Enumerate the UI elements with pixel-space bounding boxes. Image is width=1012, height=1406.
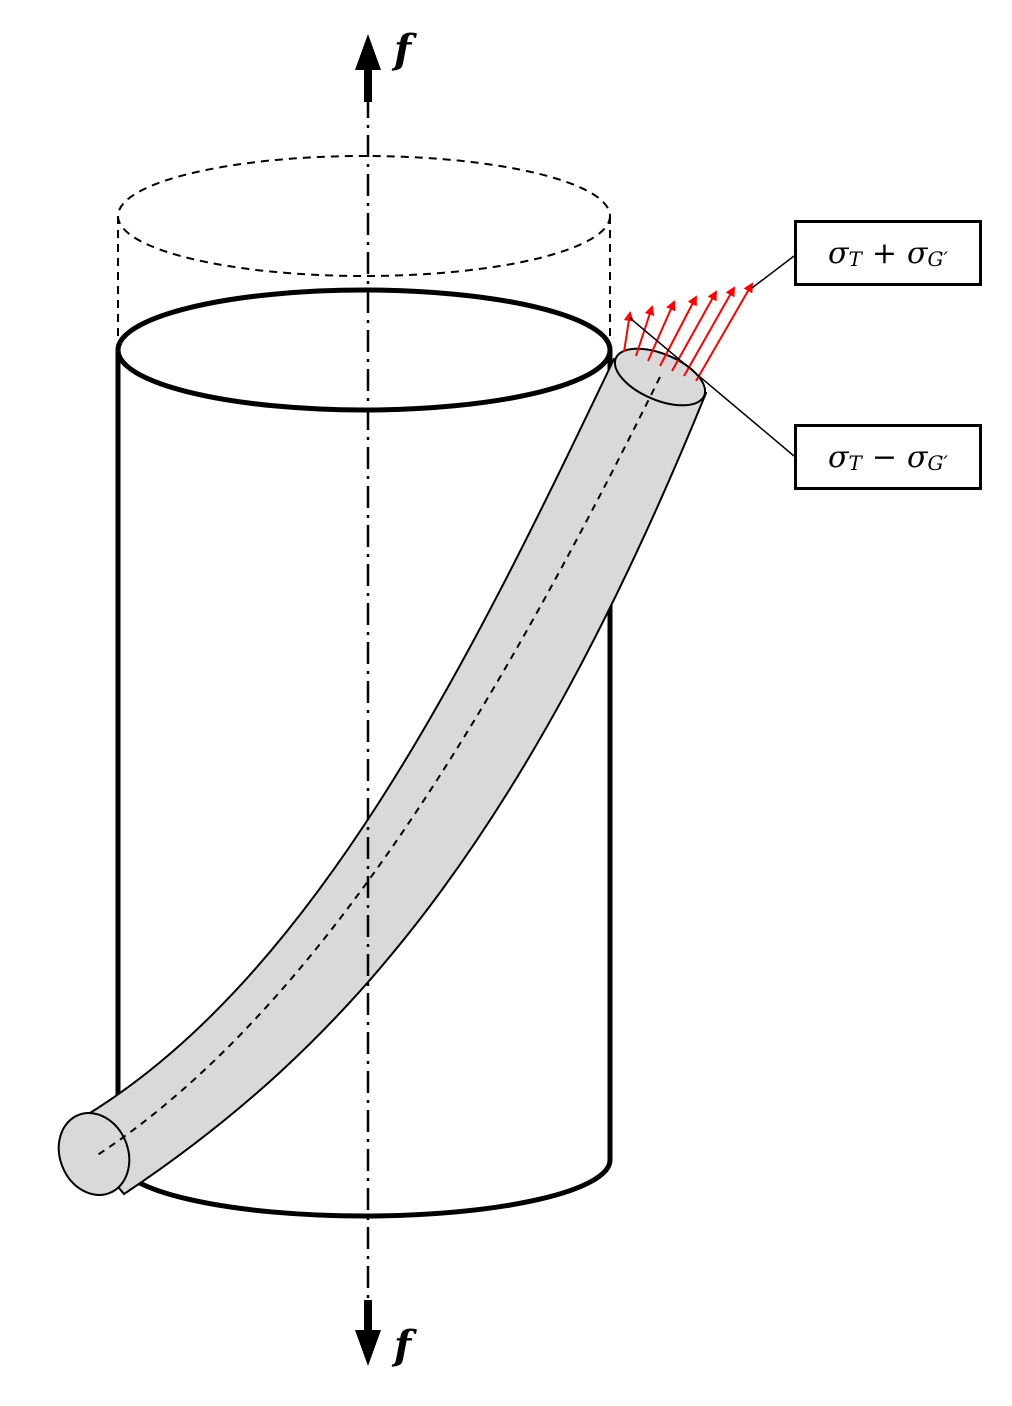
force-arrow-up xyxy=(355,34,381,102)
force-arrow-down xyxy=(355,1300,381,1366)
stress-arrow xyxy=(647,300,676,362)
stress-arrow xyxy=(623,311,634,353)
subscript-t: T xyxy=(848,451,862,475)
displaced-top-outline xyxy=(117,155,611,350)
sigma-symbol: σ xyxy=(828,439,849,475)
sigma-symbol: σ xyxy=(906,439,928,475)
matrix-cylinder xyxy=(115,287,613,1219)
stress-arrows xyxy=(623,282,753,382)
sigma-symbol: σ xyxy=(906,235,928,271)
operator-plus: + xyxy=(871,235,897,271)
cylinder-top-face xyxy=(115,287,613,413)
subscript-t: T xyxy=(848,247,862,271)
stress-arrow xyxy=(683,286,735,377)
subscript-g-prime: G′ xyxy=(927,451,948,475)
sigma-symbol: σ xyxy=(828,235,849,271)
stress-arrow xyxy=(695,282,753,382)
fiber-body xyxy=(66,357,708,1196)
operator-minus: − xyxy=(871,439,897,475)
stress-arrow xyxy=(671,290,717,372)
fiber xyxy=(57,347,708,1196)
subscript-g-prime: G′ xyxy=(927,247,948,271)
leader-line-top xyxy=(751,255,795,289)
force-label-top: f xyxy=(394,26,412,73)
fiber-centerline xyxy=(95,376,661,1157)
fiber-bottom-end xyxy=(57,1112,131,1196)
force-label-bottom: f xyxy=(394,1322,412,1369)
stress-arrow xyxy=(635,305,655,357)
leader-line-bottom xyxy=(629,317,795,457)
stress-arrow xyxy=(659,295,697,367)
